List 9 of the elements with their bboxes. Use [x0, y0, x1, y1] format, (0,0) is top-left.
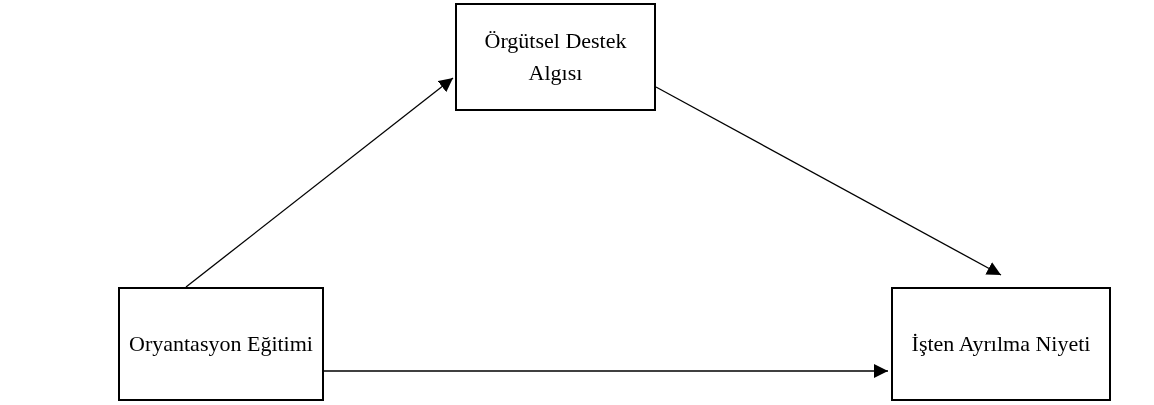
variable-label: İşten Ayrılma Niyeti: [911, 330, 1091, 359]
variable-label: Örgütsel Destek Algısı: [483, 27, 628, 87]
arrow: [185, 77, 454, 288]
variable-box: [891, 287, 1111, 401]
variable-box: [118, 287, 324, 401]
variable-label: Oryantasyon Eğitimi: [129, 330, 313, 359]
arrow: [323, 364, 889, 378]
arrow: [655, 86, 1002, 276]
variable-box: [455, 3, 656, 111]
